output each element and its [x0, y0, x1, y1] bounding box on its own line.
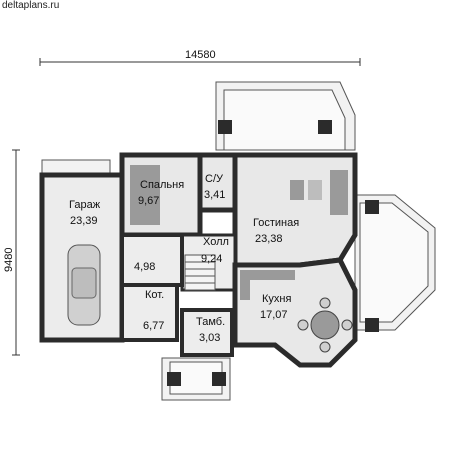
car-icon [67, 244, 101, 326]
vestibule-room [180, 308, 234, 357]
room-area-garage: 23,39 [70, 215, 98, 227]
room-name-living: Гостиная [253, 217, 299, 229]
room-name-boiler: Кот. [145, 289, 164, 301]
room-area-bathroom: 3,41 [204, 189, 225, 201]
dining-table-icon [297, 297, 353, 353]
room-name-bathroom: С/У [205, 173, 224, 185]
room-name-garage: Гараж [69, 199, 101, 211]
room-name-kitchen: Кухня [262, 293, 291, 305]
room-name-bedroom: Спальня [140, 179, 184, 191]
site-watermark: deltaplans.ru [2, 0, 60, 11]
room-area-hall: 9,24 [201, 253, 222, 265]
room-area-living: 23,38 [255, 233, 283, 245]
boiler-room [120, 283, 179, 342]
room-area-boiler: 6,77 [143, 320, 164, 332]
depth-dimension: 9480 [3, 248, 15, 272]
storage-room [120, 233, 184, 287]
width-dimension: 14580 [185, 49, 216, 61]
room-name-hall: Холл [203, 236, 229, 248]
room-area-storage: 4,98 [134, 261, 155, 273]
room-area-bedroom: 9,67 [138, 195, 159, 207]
dimension-lines [12, 58, 361, 356]
room-labels: Гараж 23,39 Спальня 9,67 С/У 3,41 Гостин… [69, 173, 299, 344]
building [39, 152, 358, 368]
staircase [184, 254, 216, 291]
room-area-kitchen: 17,07 [260, 309, 288, 321]
room-name-vestibule: Тамб. [196, 316, 225, 328]
room-area-vestibule: 3,03 [199, 332, 220, 344]
columns [167, 120, 379, 386]
